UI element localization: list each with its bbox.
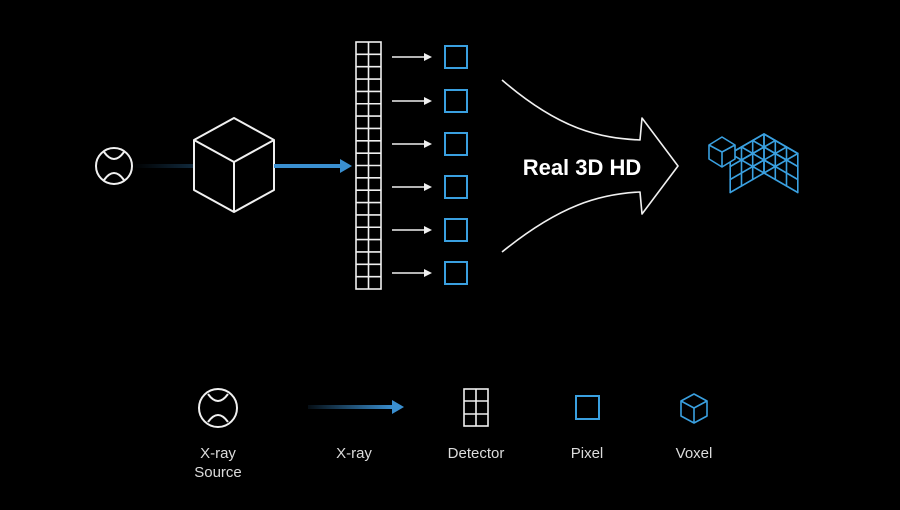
- pixel-icon: [444, 261, 468, 285]
- detector-icon: [355, 41, 382, 290]
- voxel-cube-icon: [708, 133, 799, 194]
- pixel-icon: [444, 175, 468, 199]
- pixel-icon: [444, 89, 468, 113]
- legend-voxel-icon: [680, 393, 708, 424]
- arrow-title: Real 3D HD: [523, 155, 642, 180]
- legend-detector-icon: [463, 388, 489, 427]
- pixel-icon: [444, 218, 468, 242]
- pixel-icon: [444, 132, 468, 156]
- legend-xray-beam-icon: [308, 400, 404, 414]
- beam-through-object: [274, 164, 344, 168]
- pixel-column: [392, 45, 468, 285]
- detector-to-pixel-arrow: [392, 140, 432, 148]
- detector-to-pixel-arrow: [392, 226, 432, 234]
- legend-label-voxel: Voxel: [675, 445, 713, 462]
- legend-pixel-icon: [575, 395, 600, 420]
- detector-to-pixel-arrow: [392, 53, 432, 61]
- detector-to-pixel-arrow: [392, 183, 432, 191]
- legend-xray-source-icon: [198, 388, 238, 428]
- reconstruction-arrow: [501, 79, 679, 253]
- pixel-icon: [444, 45, 468, 69]
- detector-to-pixel-arrow: [392, 269, 432, 277]
- xray-source-icon: [95, 147, 133, 185]
- object-cube-icon: [193, 117, 275, 213]
- legend-label-xray-source: X-ray Source: [194, 445, 242, 481]
- legend-label-xray: X-ray: [336, 445, 372, 462]
- legend-label-pixel: Pixel: [570, 445, 604, 462]
- legend-label-detector: Detector: [447, 445, 505, 462]
- detector-to-pixel-arrow: [392, 97, 432, 105]
- detached-voxel-icon: [708, 136, 736, 168]
